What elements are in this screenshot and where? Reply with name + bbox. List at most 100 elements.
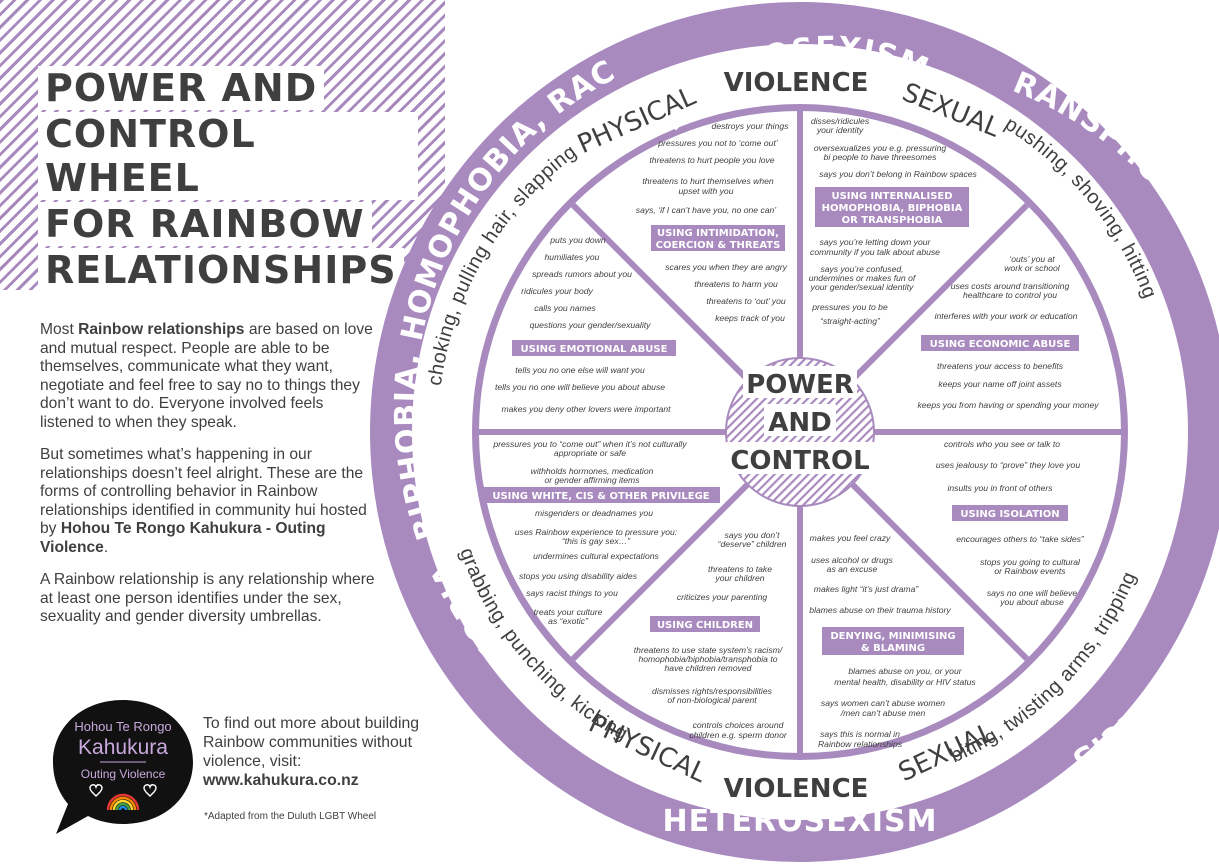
section-header: USING INTIMIDATION, bbox=[657, 228, 779, 239]
center-label: POWER AND CONTROL bbox=[726, 366, 874, 476]
tactic-item: or gender affirming items bbox=[544, 475, 640, 485]
section-header: USING CHILDREN bbox=[657, 620, 753, 631]
tactic-item: pressures you to be bbox=[811, 302, 888, 312]
heart-icon bbox=[143, 784, 157, 797]
tactic-item: withholds hormones, medication bbox=[531, 466, 654, 476]
tactic-item: ‘outs’ you at bbox=[1009, 254, 1055, 264]
tactic-item: says you’re letting down your bbox=[820, 237, 932, 247]
text-bold: Hohou Te Rongo Kahukura - Outing Violenc… bbox=[40, 520, 326, 556]
intro-paragraph-1: Most Rainbow relationships are based on … bbox=[40, 321, 380, 432]
tactic-item: appropriate or safe bbox=[554, 448, 626, 458]
tactic-item: threatens to take bbox=[708, 564, 772, 574]
tactic-item: disses/ridicules bbox=[811, 116, 870, 126]
tactic-item: of non-biological parent bbox=[667, 695, 757, 705]
section-header: USING ISOLATION bbox=[960, 509, 1059, 520]
tactic-item: controls choices around bbox=[693, 720, 784, 730]
section-header: COERCION & THREATS bbox=[656, 240, 781, 251]
title-line: RELATIONSHIPS bbox=[38, 248, 404, 292]
tactic-item: “straight-acting” bbox=[820, 316, 881, 326]
tactic-item: makes you feel crazy bbox=[810, 533, 891, 543]
violence-label-top: VIOLENCE bbox=[724, 68, 869, 98]
text: But sometimes what’s happening in our re… bbox=[40, 446, 367, 537]
section-header: OR TRANSPHOBIA bbox=[842, 215, 943, 226]
section-emotional: puts you down humiliates you spreads rum… bbox=[495, 235, 676, 414]
tactic-item: keeps you from having or spending your m… bbox=[917, 400, 1099, 410]
tactic-item: encourages others to “take sides” bbox=[956, 534, 1085, 544]
find-out-text: To find out more about building Rainbow … bbox=[203, 715, 420, 770]
header-emotional: USING EMOTIONAL ABUSE bbox=[512, 340, 676, 356]
tactic-item: “deserve” children bbox=[718, 539, 787, 549]
tactic-item: says this is normal in bbox=[820, 729, 900, 739]
header-intimidation: USING INTIMIDATION, COERCION & THREATS bbox=[651, 225, 785, 251]
section-economic: ‘outs’ you at work or school uses costs … bbox=[917, 254, 1099, 410]
tactic-item: ridicules your body bbox=[521, 286, 593, 296]
tactic-item: questions your gender/sexuality bbox=[530, 320, 652, 330]
tactic-item: uses alcohol or drugs bbox=[811, 555, 893, 565]
tactic-item: says women can’t abuse women bbox=[821, 698, 945, 708]
tactic-item: /men can’t abuse men bbox=[840, 708, 926, 718]
tactic-item: bi people to have threesomes bbox=[824, 152, 937, 162]
logo-text: Kahukura bbox=[78, 736, 168, 759]
tactic-item: oversexualizes you e.g. pressuring bbox=[814, 143, 947, 153]
tactic-item: keeps your name off joint assets bbox=[938, 379, 1062, 389]
heart-icon bbox=[89, 784, 103, 797]
tactic-item: Rainbow relationships bbox=[818, 739, 903, 749]
tactic-item: homophobia/biphobia/transphobia to bbox=[638, 654, 777, 664]
tactic-item: keeps track of you bbox=[715, 313, 785, 323]
intro-paragraph-3: A Rainbow relationship is any relationsh… bbox=[40, 571, 375, 625]
kahukura-logo: Hohou Te Rongo Kahukura Outing Violence bbox=[53, 700, 193, 834]
tactic-item: destroys your things bbox=[712, 121, 790, 131]
tactic-item: says no one will believe bbox=[987, 588, 1078, 598]
tactic-item: undermines cultural expectations bbox=[533, 551, 659, 561]
tactic-item: blames abuse on you, or your bbox=[848, 666, 962, 676]
section-denying: makes you feel crazy uses alcohol or dru… bbox=[809, 533, 976, 749]
tactic-item: calls you names bbox=[534, 303, 596, 313]
tactic-item: “this is gay sex…” bbox=[562, 536, 631, 546]
violence-label-bottom: VIOLENCE bbox=[724, 774, 869, 804]
section-header: & BLAMING bbox=[861, 643, 925, 654]
tactic-item: insults you in front of others bbox=[947, 483, 1053, 493]
tactic-item: controls who you see or talk to bbox=[944, 439, 1060, 449]
intro-paragraph-2: But sometimes what’s happening in our re… bbox=[40, 446, 380, 557]
tactic-item: healthcare to control you bbox=[963, 290, 1057, 300]
text-bold: Rainbow relationships bbox=[78, 321, 245, 338]
tactic-item: children e.g. sperm donor bbox=[689, 730, 788, 740]
section-internalised: disses/ridicules your identity oversexua… bbox=[809, 116, 978, 326]
tactic-item: says you’re confused, bbox=[820, 264, 903, 274]
header-privilege: USING WHITE, CIS & OTHER PRIVILEGE bbox=[482, 487, 720, 503]
header-isolation: USING ISOLATION bbox=[952, 505, 1068, 521]
tactic-item: threatens to hurt themselves when bbox=[642, 176, 774, 186]
tactic-item: criticizes your parenting bbox=[677, 592, 767, 602]
attribution: *Adapted from the Duluth LGBT Wheel bbox=[204, 811, 377, 822]
page-title: POWER AND CONTROL WHEEL FOR RAINBOW RELA… bbox=[38, 66, 418, 294]
tactic-item: have children removed bbox=[665, 663, 752, 673]
tactic-item: threatens to use state system’s racism/ bbox=[634, 645, 784, 655]
tactic-item: threatens your access to benefits bbox=[937, 361, 1064, 371]
tactic-item: scares you when they are angry bbox=[665, 262, 788, 272]
tactic-item: as “exotic” bbox=[548, 616, 589, 626]
tactic-item: spreads rumors about you bbox=[532, 269, 632, 279]
title-line: POWER AND bbox=[38, 66, 325, 110]
header-denying: DENYING, MINIMISING & BLAMING bbox=[822, 627, 964, 655]
center-text: CONTROL bbox=[730, 446, 869, 476]
text: . bbox=[103, 538, 109, 556]
center-text: AND bbox=[768, 408, 831, 438]
title-line: CONTROL WHEEL bbox=[38, 112, 418, 200]
tactic-item: mental health, disability or HIV status bbox=[834, 677, 976, 687]
text: are based on love and mutual respect. Pe… bbox=[40, 321, 373, 431]
section-header: HOMOPHOBIA, BIPHOBIA bbox=[822, 203, 963, 214]
logo-text: Outing Violence bbox=[81, 767, 166, 781]
section-privilege: pressures you to “come out” when it’s no… bbox=[482, 439, 720, 626]
tactic-item: blames abuse on their trauma history bbox=[809, 605, 951, 615]
tactic-item: threatens to harm you bbox=[694, 279, 778, 289]
header-internalised: USING INTERNALISED HOMOPHOBIA, BIPHOBIA … bbox=[815, 187, 969, 227]
tactic-item: uses costs around transitioning bbox=[951, 281, 1070, 291]
title-line: FOR RAINBOW bbox=[38, 202, 372, 246]
website-link[interactable]: www.kahukura.co.nz bbox=[203, 772, 359, 789]
tactic-item: pressures you to “come out” when it’s no… bbox=[492, 439, 687, 449]
tactic-item: misgenders or deadnames you bbox=[535, 508, 653, 518]
tactic-item: threatens to hurt people you love bbox=[649, 155, 774, 165]
tactic-item: uses jealousy to “prove” they love you bbox=[936, 460, 1080, 470]
tactic-item: undermines or makes fun of bbox=[809, 273, 917, 283]
